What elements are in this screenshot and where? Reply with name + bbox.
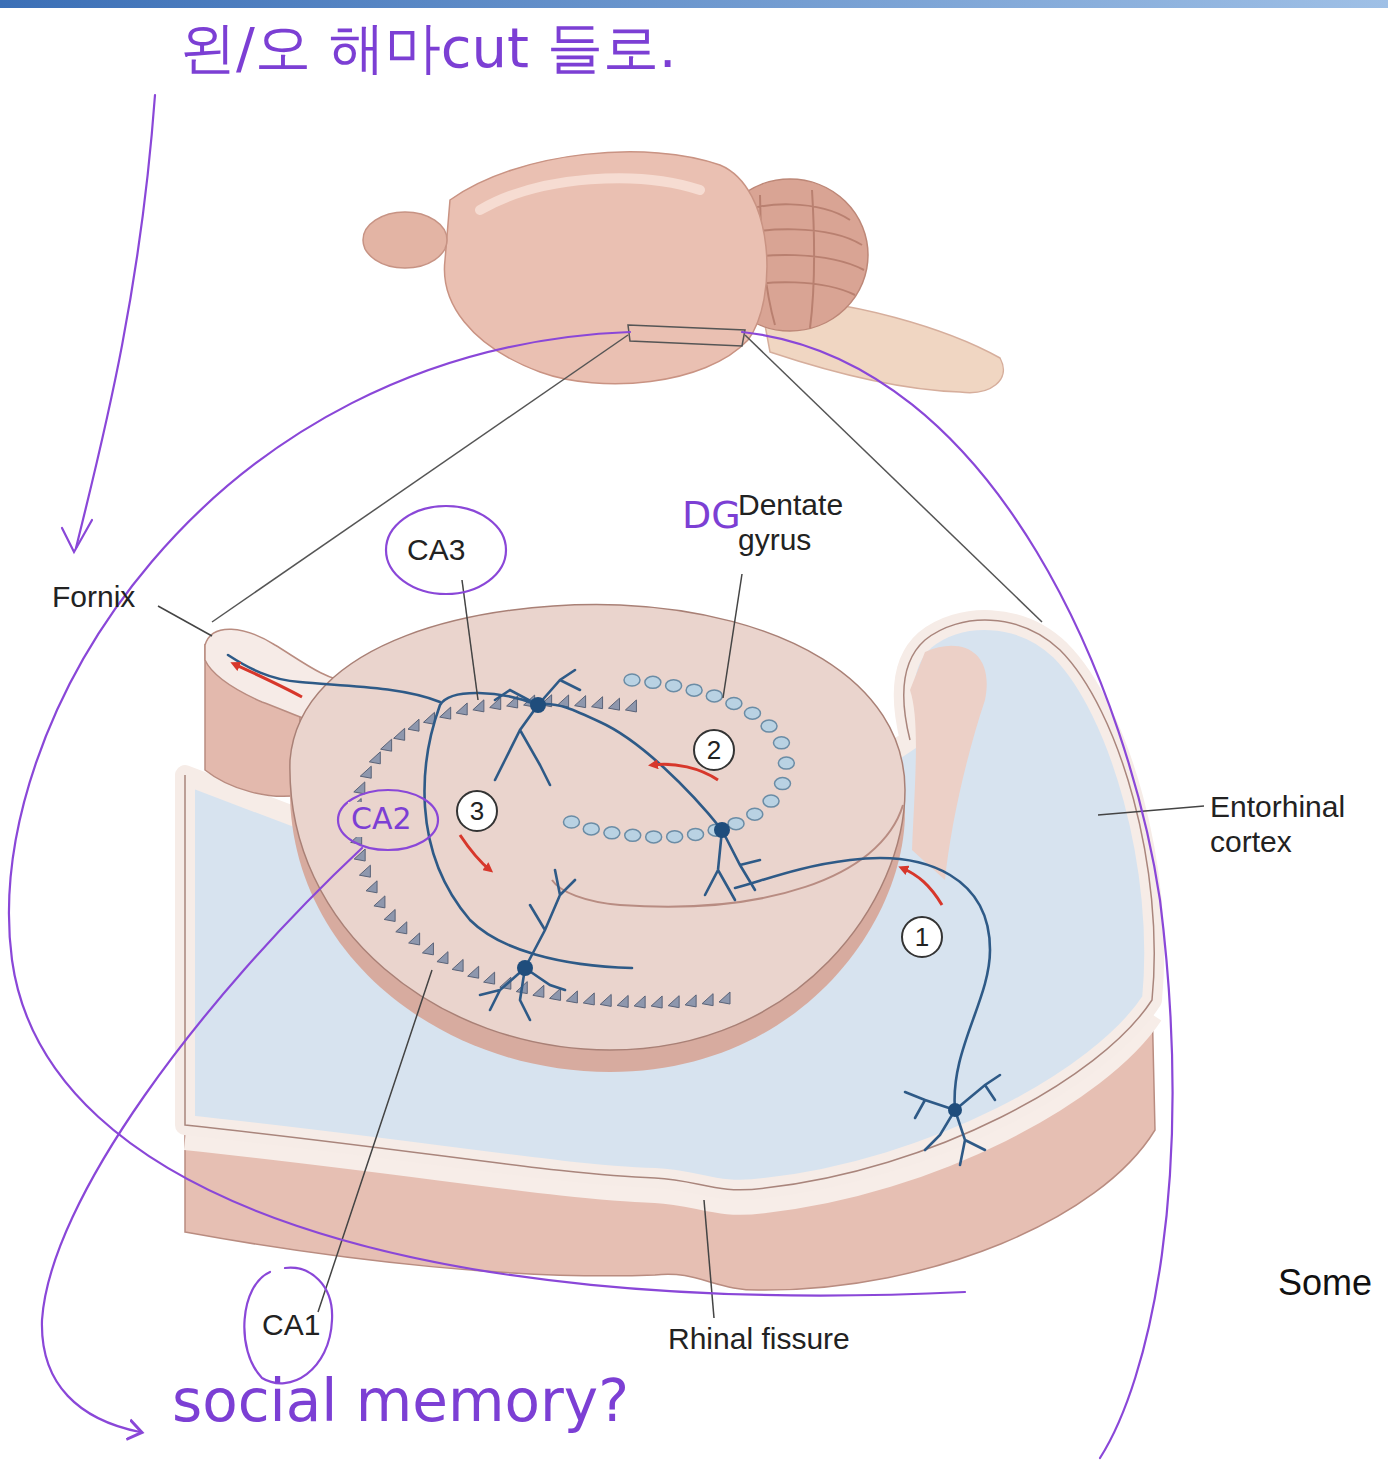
granule-cell — [667, 831, 683, 843]
part-label: CA1 — [262, 1308, 320, 1343]
granule-cell — [728, 818, 744, 830]
part-label: Fornix — [52, 580, 135, 615]
granule-cell — [666, 680, 682, 692]
pyramidal-cell — [374, 896, 385, 908]
pyramidal-cell — [394, 728, 405, 740]
pyramidal-cell — [366, 881, 377, 893]
pyramidal-cell — [575, 696, 586, 708]
pyramidal-cell — [668, 996, 679, 1008]
granule-cell — [706, 690, 722, 702]
neuron-somata — [517, 697, 962, 1117]
granule-cell — [645, 676, 661, 688]
zoom-line — [212, 335, 628, 622]
granule-cell — [563, 816, 579, 828]
handwritten-note: 왼/오 해마cut 들로. — [180, 16, 677, 80]
pyramidal-cell — [651, 996, 662, 1008]
pyramidal-cell — [550, 988, 561, 1000]
pyramidal-cell — [583, 993, 594, 1005]
pyramidal-cell — [592, 697, 603, 709]
granule-cell — [646, 831, 662, 843]
pyramidal-cell — [437, 952, 448, 964]
pyramidal-cell — [533, 985, 544, 997]
handwritten-annotation — [9, 95, 1172, 1458]
pyramidal-cell — [484, 972, 495, 984]
pyramidal-cell — [384, 909, 395, 921]
pyramidal-cell — [452, 959, 463, 971]
callout-circle — [457, 730, 942, 957]
granule-cell — [624, 674, 640, 686]
entorhinal-wall — [910, 646, 987, 880]
handwritten-note: DG — [682, 494, 741, 538]
pyramidal-cell — [634, 996, 645, 1008]
granule-cell — [773, 737, 789, 749]
pyramidal-cell — [625, 700, 636, 712]
granule-cell — [775, 778, 791, 790]
callout-number: 1 — [902, 917, 942, 957]
leader-line — [158, 574, 1204, 1318]
pyramidal-cell — [456, 703, 467, 715]
pyramidal-cell — [408, 719, 419, 731]
pyramidal-cell — [424, 712, 435, 724]
pyramidal-cell — [422, 943, 433, 955]
pyramidal-cell — [685, 995, 696, 1007]
neurons — [228, 655, 1000, 1165]
pyramidal-cell — [360, 766, 371, 778]
pyramidal-cell — [409, 933, 420, 945]
top-bar — [0, 0, 1388, 8]
pyramidal-cell — [600, 994, 611, 1006]
pyramidal-cell — [617, 995, 628, 1007]
pyramidal-cell — [609, 698, 620, 710]
granule-cell — [686, 684, 702, 696]
handwritten-note: CA2 — [348, 802, 415, 837]
part-label: Entorhinal cortex — [1210, 790, 1382, 859]
pyramidal-cell — [468, 966, 479, 978]
zoom-line — [745, 335, 1042, 622]
pyramidal-cell — [440, 707, 451, 719]
rat-brain — [363, 152, 1003, 393]
part-label: Dentate gyrus — [738, 488, 878, 557]
callout-number: 3 — [457, 791, 497, 831]
page-text: Some — [1278, 1262, 1372, 1303]
pyramidal-cell — [369, 752, 380, 764]
disk-fold — [552, 805, 903, 907]
hippocampus-disk — [290, 605, 905, 1050]
granule-cell — [688, 828, 704, 840]
pyramidal-cell — [566, 991, 577, 1003]
cell-layers — [349, 674, 794, 1008]
pyramidal-cell — [381, 739, 392, 751]
granule-cell — [604, 827, 620, 839]
part-label: Rhinal fissure — [668, 1322, 850, 1357]
pyramidal-cell — [702, 994, 713, 1006]
pyramidal-cell — [359, 865, 370, 877]
granule-cell — [747, 808, 763, 820]
pyramidal-cell — [354, 782, 365, 794]
pyramidal-cell — [719, 992, 730, 1004]
pyramidal-cell — [473, 700, 484, 712]
granule-cell — [763, 795, 779, 807]
handwritten-note: social memory? — [172, 1368, 629, 1435]
granule-cell — [625, 829, 641, 841]
pyramidal-cell — [396, 922, 407, 934]
callout-number: 2 — [694, 730, 734, 770]
part-label: CA3 — [407, 533, 465, 568]
granule-cell — [744, 707, 760, 719]
granule-cell — [726, 697, 742, 709]
granule-cell — [778, 757, 794, 769]
granule-cell — [583, 823, 599, 835]
granule-cell — [761, 720, 777, 732]
